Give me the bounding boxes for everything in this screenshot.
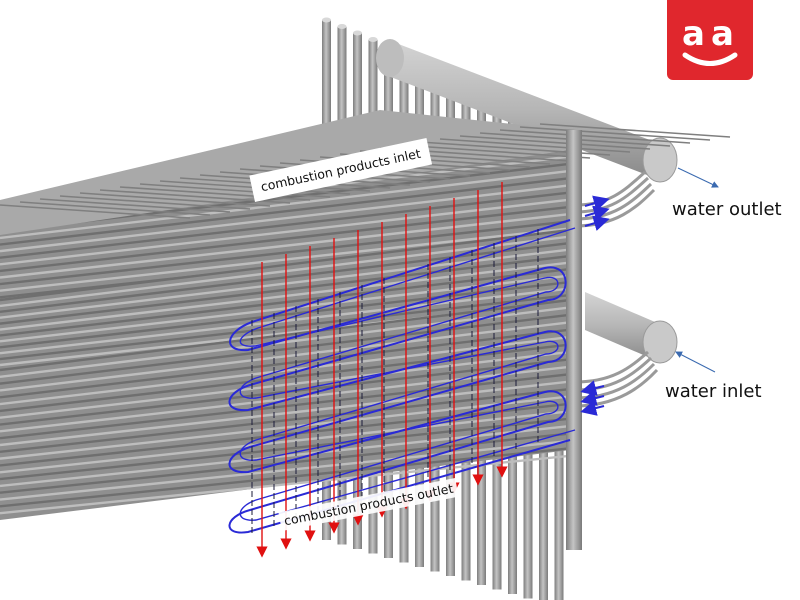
riser-pipe-cap: [368, 37, 378, 42]
tube-line: [0, 176, 571, 246]
tube-line: [0, 198, 571, 266]
header-connector-tubes: [574, 170, 659, 408]
svg-text:a: a: [711, 14, 734, 54]
tube-line: [0, 417, 571, 481]
tube-line: [39, 198, 231, 213]
tube-line: [0, 241, 571, 314]
tube-line: [0, 335, 571, 406]
tube-line: [0, 254, 571, 325]
tube-line: [0, 424, 571, 488]
tube-line: [59, 195, 251, 210]
tube-line: [79, 192, 271, 207]
tube-line: [0, 235, 571, 308]
inlet-header: [585, 292, 678, 364]
tube-line: [0, 267, 571, 337]
tube-line: [499, 129, 691, 144]
tube-line: [0, 410, 571, 474]
tube-line: [0, 227, 571, 292]
outlet-header: [376, 39, 678, 183]
tube-line: [0, 372, 571, 440]
tube-line: [0, 365, 571, 433]
tube-line: [0, 306, 571, 379]
tube-line: [0, 261, 571, 331]
combustion-flow-arrows: [256, 182, 508, 558]
tube-line: [0, 454, 571, 515]
tube-line: [119, 186, 311, 201]
riser-pipe-cap: [353, 30, 362, 36]
tube-line: [459, 135, 651, 150]
tube-line: [19, 201, 211, 216]
tube-line: [0, 402, 571, 467]
riser-pipe-cap: [337, 24, 347, 29]
brand-logo: a a: [667, 0, 753, 80]
tube-line: [0, 298, 571, 372]
tube-line: [399, 144, 591, 159]
tube-line: [0, 191, 571, 259]
tube-line: [0, 184, 571, 253]
tube-line: [0, 293, 571, 361]
tube-line: [0, 439, 571, 501]
water-inlet-label: water inlet: [665, 381, 762, 402]
tube-line: [519, 126, 711, 141]
tube-line: [0, 380, 571, 447]
front-riser: [566, 130, 582, 550]
tube-line: [0, 313, 571, 385]
tube-line: [0, 350, 571, 419]
tube-line: [0, 212, 571, 279]
tube-line: [0, 387, 571, 454]
riser-pipe-cap: [322, 17, 331, 23]
tube-line: [0, 328, 571, 399]
water-direction-arrows: [580, 195, 610, 416]
tube-line: [439, 138, 631, 153]
tube-line: [539, 123, 731, 138]
tube-line: [139, 183, 331, 198]
label-pointers: [675, 167, 719, 373]
tube-line: [0, 205, 571, 273]
tube-line: [0, 280, 571, 349]
tube-line: [0, 395, 571, 460]
water-flow-path: [228, 219, 576, 534]
tube-line: [0, 220, 571, 286]
tube-line: [0, 228, 571, 302]
tube-line: [0, 169, 571, 240]
tube-line: [0, 204, 191, 219]
tube-line: [0, 248, 571, 319]
aa-smile-logo-icon: a a: [682, 14, 738, 66]
svg-text:a: a: [682, 14, 705, 54]
water-outlet-label: water outlet: [672, 199, 782, 220]
tube-line: [0, 321, 571, 392]
tube-line: [0, 287, 571, 355]
